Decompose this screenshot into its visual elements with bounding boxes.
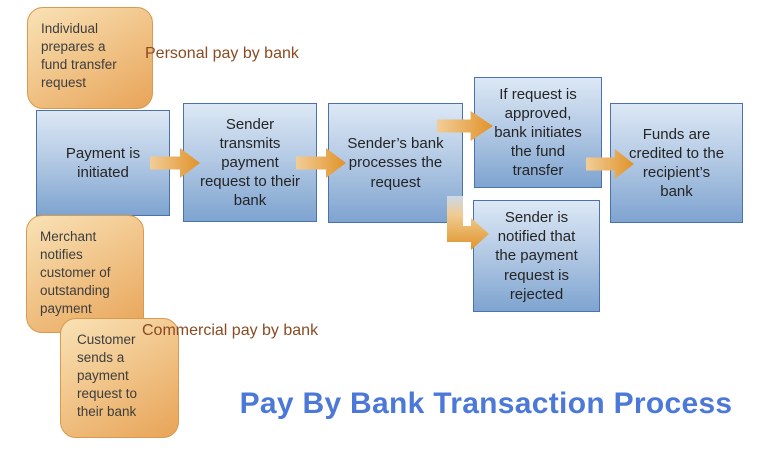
step-sender-transmits-request: Sender transmits payment request to thei… bbox=[183, 103, 317, 222]
step-sender-notified-rejected: Sender is notified that the payment requ… bbox=[473, 200, 600, 312]
label-personal-pay-by-bank: Personal pay by bank bbox=[145, 45, 299, 62]
flow-arrow-icon bbox=[296, 148, 346, 178]
note-merchant: Merchant notifies customer of outstandin… bbox=[26, 215, 144, 333]
note-customer: Customer sends a payment request to thei… bbox=[60, 318, 179, 438]
page-title: Pay By Bank Transaction Process bbox=[239, 387, 733, 420]
step-payment-initiated: Payment is initiated bbox=[36, 110, 170, 216]
flow-arrow-icon bbox=[586, 149, 634, 179]
step-request-approved-fund-transfer: If request is approved, bank initiates t… bbox=[474, 77, 602, 188]
flow-arrow-icon bbox=[150, 148, 200, 178]
note-individual: Individual prepares a fund transfer requ… bbox=[27, 7, 153, 109]
label-commercial-pay-by-bank: Commercial pay by bank bbox=[142, 322, 319, 339]
flow-arrow-icon bbox=[437, 111, 493, 141]
branch-down-arrow-icon bbox=[447, 196, 489, 250]
